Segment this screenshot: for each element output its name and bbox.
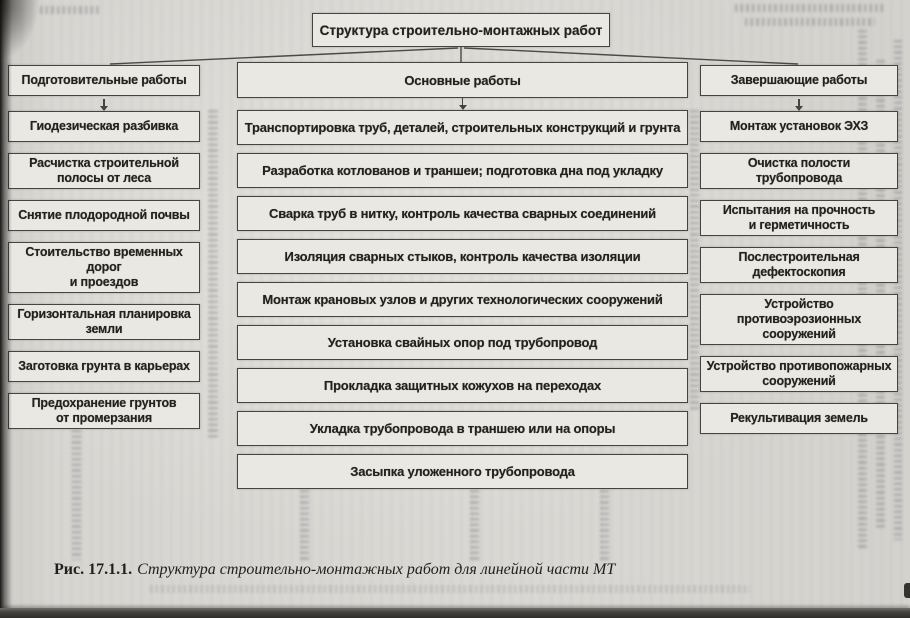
column-main-works: Основные работы Транспортировка труб, де…	[237, 62, 688, 497]
diagram-title-box: Структура строительно-монтажных работ	[312, 13, 610, 47]
column-header: Завершающие работы	[700, 65, 898, 96]
task-box: Сварка труб в нитку, контроль качества с…	[237, 196, 688, 231]
scan-edge-mark	[904, 583, 910, 598]
connector-lines	[109, 47, 799, 65]
task-box: Транспортировка труб, деталей, строитель…	[237, 110, 688, 145]
scan-edge-left	[0, 0, 12, 618]
down-arrow-icon	[237, 97, 688, 110]
task-box: Снятие плодородной почвы	[8, 200, 200, 231]
scan-corner-shadow	[0, 0, 40, 60]
task-box: Предохранение грунтов от промерзания	[8, 393, 200, 429]
task-box: Укладка трубопровода в траншею или на оп…	[237, 411, 688, 446]
column-finishing-works: Завершающие работы Монтаж установок ЭХЗ …	[700, 65, 898, 445]
task-box: Разработка котлованов и траншеи; подгото…	[237, 153, 688, 188]
task-box: Заготовка грунта в карьерах	[8, 351, 200, 382]
task-box: Горизонтальная планировка земли	[8, 304, 200, 340]
task-box: Установка свайных опор под трубопровод	[237, 325, 688, 360]
task-box: Устройство противоэрозионных сооружений	[700, 294, 898, 345]
task-box: Засыпка уложенного трубопровода	[237, 454, 688, 489]
task-box: Гиодезическая разбивка	[8, 111, 200, 142]
column-header: Основные работы	[237, 62, 688, 98]
task-box: Очистка полости трубопровода	[700, 153, 898, 189]
task-box: Монтаж установок ЭХЗ	[700, 111, 898, 142]
figure-caption-text: Структура строительно-монтажных работ дл…	[137, 561, 616, 578]
column-header: Подготовительные работы	[8, 65, 200, 96]
connector-line	[109, 47, 459, 65]
figure-caption-label: Рис. 17.1.1.	[54, 561, 133, 578]
connector-line	[463, 47, 799, 65]
task-box: Стоительство временных дорог и проездов	[8, 242, 200, 293]
scan-bottom-bar	[0, 608, 910, 618]
figure-caption: Рис. 17.1.1.Структура строительно-монтаж…	[54, 561, 814, 579]
down-arrow-icon	[700, 98, 898, 111]
task-box: Послестроительная дефектоскопия	[700, 247, 898, 283]
task-box: Монтаж крановых узлов и других технологи…	[237, 282, 688, 317]
down-arrow-icon	[8, 98, 200, 111]
task-box: Расчистка строительной полосы от леса	[8, 153, 200, 189]
task-box: Изоляция сварных стыков, контроль качест…	[237, 239, 688, 274]
task-box: Рекультивация земель	[700, 403, 898, 434]
column-preparatory-works: Подготовительные работы Гиодезическая ра…	[8, 65, 200, 440]
task-box: Устройство противопожарных сооружений	[700, 356, 898, 392]
task-box: Испытания на прочность и герметичность	[700, 200, 898, 236]
task-box: Прокладка защитных кожухов на переходах	[237, 368, 688, 403]
